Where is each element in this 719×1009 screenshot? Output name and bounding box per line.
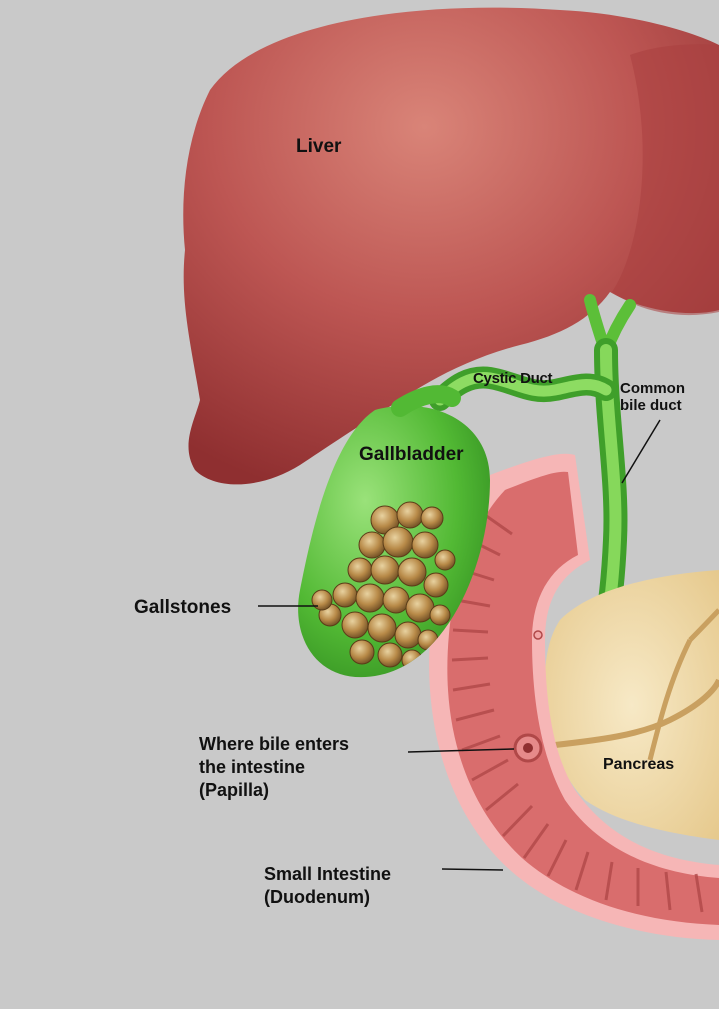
gallstone (435, 550, 455, 570)
gallstone (424, 573, 448, 597)
gallstone (421, 507, 443, 529)
gallstone (359, 532, 385, 558)
gallstone (406, 594, 434, 622)
gallstone (350, 640, 374, 664)
small-intestine-label-line-2: (Duodenum) (264, 886, 391, 909)
gallstone (398, 558, 426, 586)
common-bile-duct-label: Common bile duct (620, 380, 685, 415)
gallstone (383, 587, 409, 613)
gallstone (402, 650, 422, 670)
gallstones-label: Gallstones (134, 597, 231, 619)
gallstone (348, 558, 372, 582)
common-bile-duct-label-line-1: Common (620, 380, 685, 397)
papilla-opening (523, 743, 533, 753)
leader-small-intestine (442, 869, 503, 870)
gallstone (342, 612, 368, 638)
gallstone (368, 614, 396, 642)
gallstone (333, 583, 357, 607)
gallbladder-label: Gallbladder (359, 444, 464, 466)
papilla-label-line-2: the intestine (199, 756, 349, 779)
gallstone (412, 532, 438, 558)
gallstone (356, 584, 384, 612)
gallstone (395, 622, 421, 648)
common-bile-duct-label-line-2: bile duct (620, 397, 685, 414)
gallstone (312, 590, 332, 610)
minor-papilla (534, 631, 542, 639)
small-intestine-label-line-1: Small Intestine (264, 863, 391, 886)
papilla-label: Where bile enters the intestine (Papilla… (199, 733, 349, 802)
gallstone (383, 527, 413, 557)
papilla-label-line-3: (Papilla) (199, 779, 349, 802)
leader-common-bile-duct (622, 420, 660, 483)
gallstone (378, 643, 402, 667)
cystic-duct-label: Cystic Duct (473, 370, 552, 387)
pancreas-label: Pancreas (603, 756, 674, 774)
gallstone (371, 556, 399, 584)
gallstone (397, 502, 423, 528)
papilla-label-line-1: Where bile enters (199, 733, 349, 756)
small-intestine-label: Small Intestine (Duodenum) (264, 863, 391, 910)
gallstone (430, 605, 450, 625)
liver-label: Liver (296, 136, 341, 158)
